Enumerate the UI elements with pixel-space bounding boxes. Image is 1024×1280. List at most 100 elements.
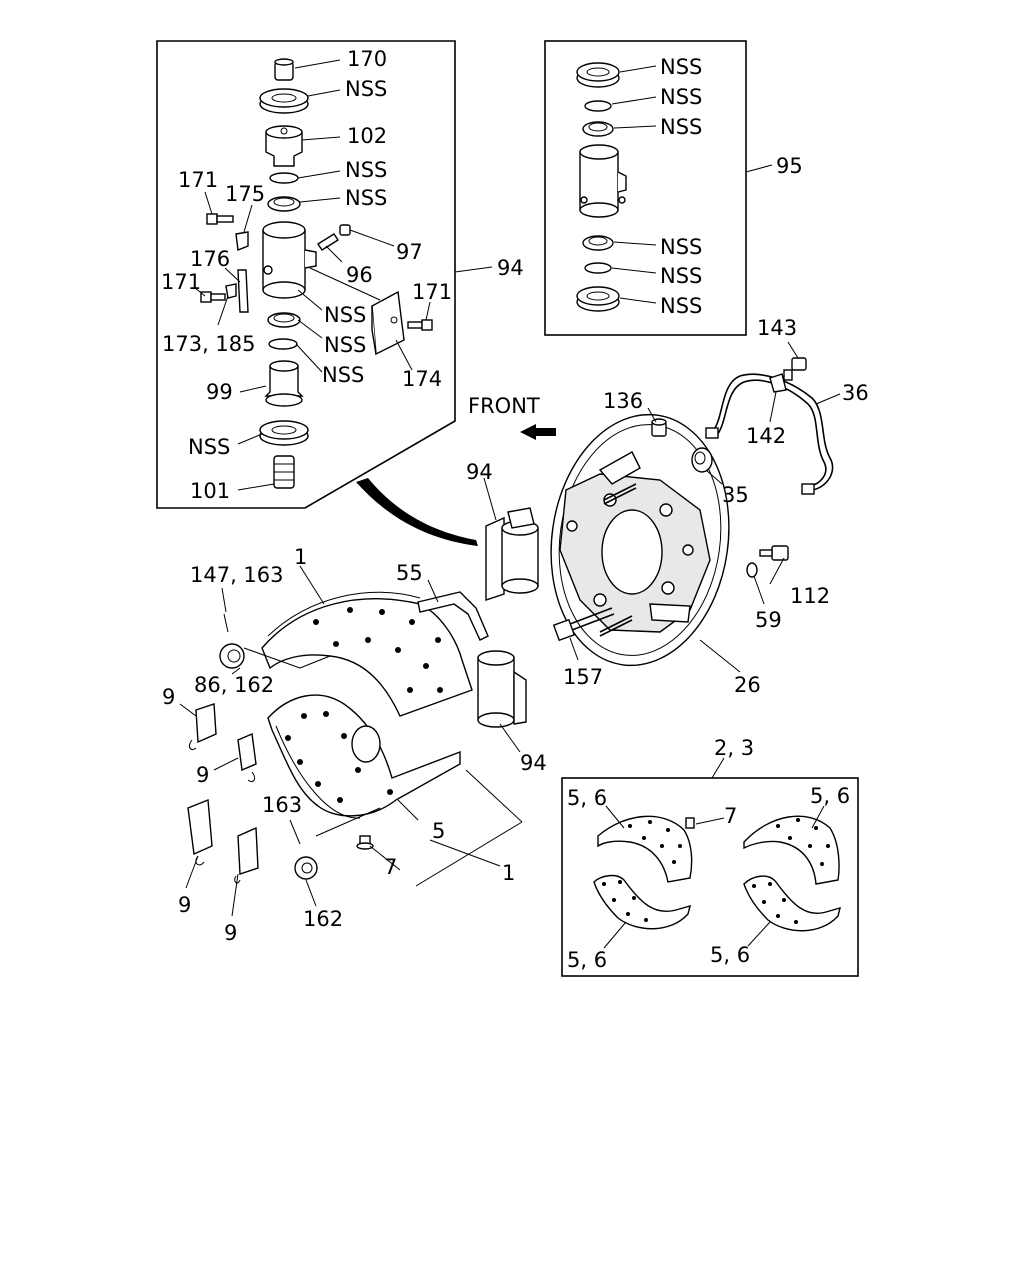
label-36: 36 bbox=[842, 381, 869, 405]
leader-lines-box1 bbox=[194, 59, 493, 491]
label-5-6a: 5, 6 bbox=[567, 786, 607, 810]
part-175-plate bbox=[235, 231, 249, 251]
part-59-washer bbox=[746, 562, 758, 578]
label-nss-b3: NSS bbox=[660, 115, 702, 139]
part-94-cylinder-lower bbox=[477, 650, 527, 728]
label-1b: 1 bbox=[502, 861, 515, 885]
label-55: 55 bbox=[396, 561, 423, 585]
part-157-bolt bbox=[552, 607, 615, 642]
label-171c: 171 bbox=[412, 280, 452, 304]
part-170-cap bbox=[274, 58, 294, 81]
label-5-6b: 5, 6 bbox=[810, 784, 850, 808]
part-1-brake-shoe-upper bbox=[261, 591, 473, 717]
label-171b: 171 bbox=[161, 270, 201, 294]
front-arrow-icon bbox=[520, 424, 556, 440]
part-35-grommet bbox=[691, 447, 713, 473]
part-7-rivet bbox=[356, 835, 374, 850]
part-176-clip bbox=[237, 269, 249, 313]
part-101-screw bbox=[273, 455, 295, 489]
part-143-bolt bbox=[783, 357, 807, 381]
leader-lines-shoes bbox=[179, 565, 523, 917]
label-nss-b1: NSS bbox=[660, 55, 702, 79]
part-86-washer bbox=[219, 643, 245, 669]
part-171-bolt-right bbox=[407, 319, 433, 331]
label-102: 102 bbox=[347, 124, 387, 148]
part-5-6-shoe-a bbox=[597, 815, 693, 883]
label-163: 163 bbox=[262, 793, 302, 817]
part-9-spring-3 bbox=[187, 798, 213, 866]
label-94a: 94 bbox=[497, 256, 524, 280]
label-nss-b2: NSS bbox=[660, 85, 702, 109]
label-95: 95 bbox=[776, 154, 803, 178]
part-95-boot-top bbox=[576, 62, 620, 88]
part-94-cylinder-center bbox=[485, 507, 539, 601]
part-97-cap bbox=[339, 224, 351, 236]
label-nss-a4: NSS bbox=[324, 303, 366, 327]
label-nss-b6: NSS bbox=[660, 294, 702, 318]
part-5-6-shoe-d bbox=[743, 875, 841, 932]
part-36-pipe bbox=[705, 373, 834, 495]
label-26: 26 bbox=[734, 673, 761, 697]
part-boot bbox=[259, 88, 309, 114]
part-99-piston bbox=[264, 360, 304, 407]
label-front: FRONT bbox=[468, 394, 540, 418]
part-112-bolt bbox=[759, 545, 789, 561]
leader-2-3 bbox=[711, 757, 725, 779]
label-9c: 9 bbox=[178, 893, 191, 917]
replacement-shoes-frame bbox=[561, 777, 859, 977]
label-112: 112 bbox=[790, 584, 830, 608]
label-171a: 171 bbox=[178, 168, 218, 192]
part-seal-ring-3 bbox=[267, 312, 301, 328]
label-2-3: 2, 3 bbox=[714, 736, 754, 760]
leader-lines-center bbox=[483, 341, 841, 673]
label-143: 143 bbox=[757, 316, 797, 340]
label-142: 142 bbox=[746, 424, 786, 448]
part-9-spring-4 bbox=[234, 826, 259, 884]
part-boot-lower bbox=[259, 420, 309, 446]
label-101: 101 bbox=[190, 479, 230, 503]
label-147-163: 147, 163 bbox=[190, 563, 284, 587]
part-seal-ring-2 bbox=[267, 196, 301, 212]
part-1-brake-shoe-lower bbox=[267, 694, 461, 819]
part-seal-ring-4 bbox=[268, 338, 298, 350]
label-nss-b5: NSS bbox=[660, 264, 702, 288]
part-171-bolt-lower bbox=[200, 291, 226, 303]
part-9-spring-2 bbox=[237, 732, 257, 783]
label-5: 5 bbox=[432, 819, 445, 843]
label-nss-a3: NSS bbox=[345, 186, 387, 210]
exploded-view-frame-95 bbox=[544, 40, 747, 336]
part-95-cylinder bbox=[579, 144, 627, 218]
part-173-plate bbox=[225, 283, 237, 299]
label-nss-a2: NSS bbox=[345, 158, 387, 182]
label-5-6c: 5, 6 bbox=[567, 948, 607, 972]
part-cylinder-body bbox=[262, 221, 317, 299]
label-1a: 1 bbox=[294, 545, 307, 569]
part-102-piston bbox=[265, 125, 303, 167]
part-seal-ring-1 bbox=[269, 172, 299, 184]
label-59: 59 bbox=[755, 608, 782, 632]
label-nss-a1: NSS bbox=[345, 77, 387, 101]
part-174-bracket bbox=[371, 290, 405, 356]
part-5-6-shoe-c bbox=[593, 874, 691, 930]
part-studs bbox=[599, 483, 637, 637]
label-175: 175 bbox=[225, 182, 265, 206]
part-5-6-shoe-b bbox=[743, 815, 840, 885]
part-136-plug bbox=[651, 418, 667, 437]
label-99: 99 bbox=[206, 380, 233, 404]
part-7-rivet-b bbox=[685, 817, 695, 829]
part-142-clip bbox=[769, 373, 787, 393]
label-97: 97 bbox=[396, 240, 423, 264]
label-nss-a7: NSS bbox=[188, 435, 230, 459]
part-95-ring-4 bbox=[584, 262, 612, 274]
part-95-ring-2 bbox=[582, 121, 614, 137]
label-35: 35 bbox=[722, 483, 749, 507]
part-171-bolt-upper bbox=[206, 213, 234, 225]
exploded-view-frame-94 bbox=[156, 40, 456, 509]
part-9-spring-1 bbox=[189, 703, 217, 751]
label-7b: 7 bbox=[724, 804, 737, 828]
label-157: 157 bbox=[563, 665, 603, 689]
label-176: 176 bbox=[190, 247, 230, 271]
label-86-162: 86, 162 bbox=[194, 673, 274, 697]
label-94c: 94 bbox=[520, 751, 547, 775]
